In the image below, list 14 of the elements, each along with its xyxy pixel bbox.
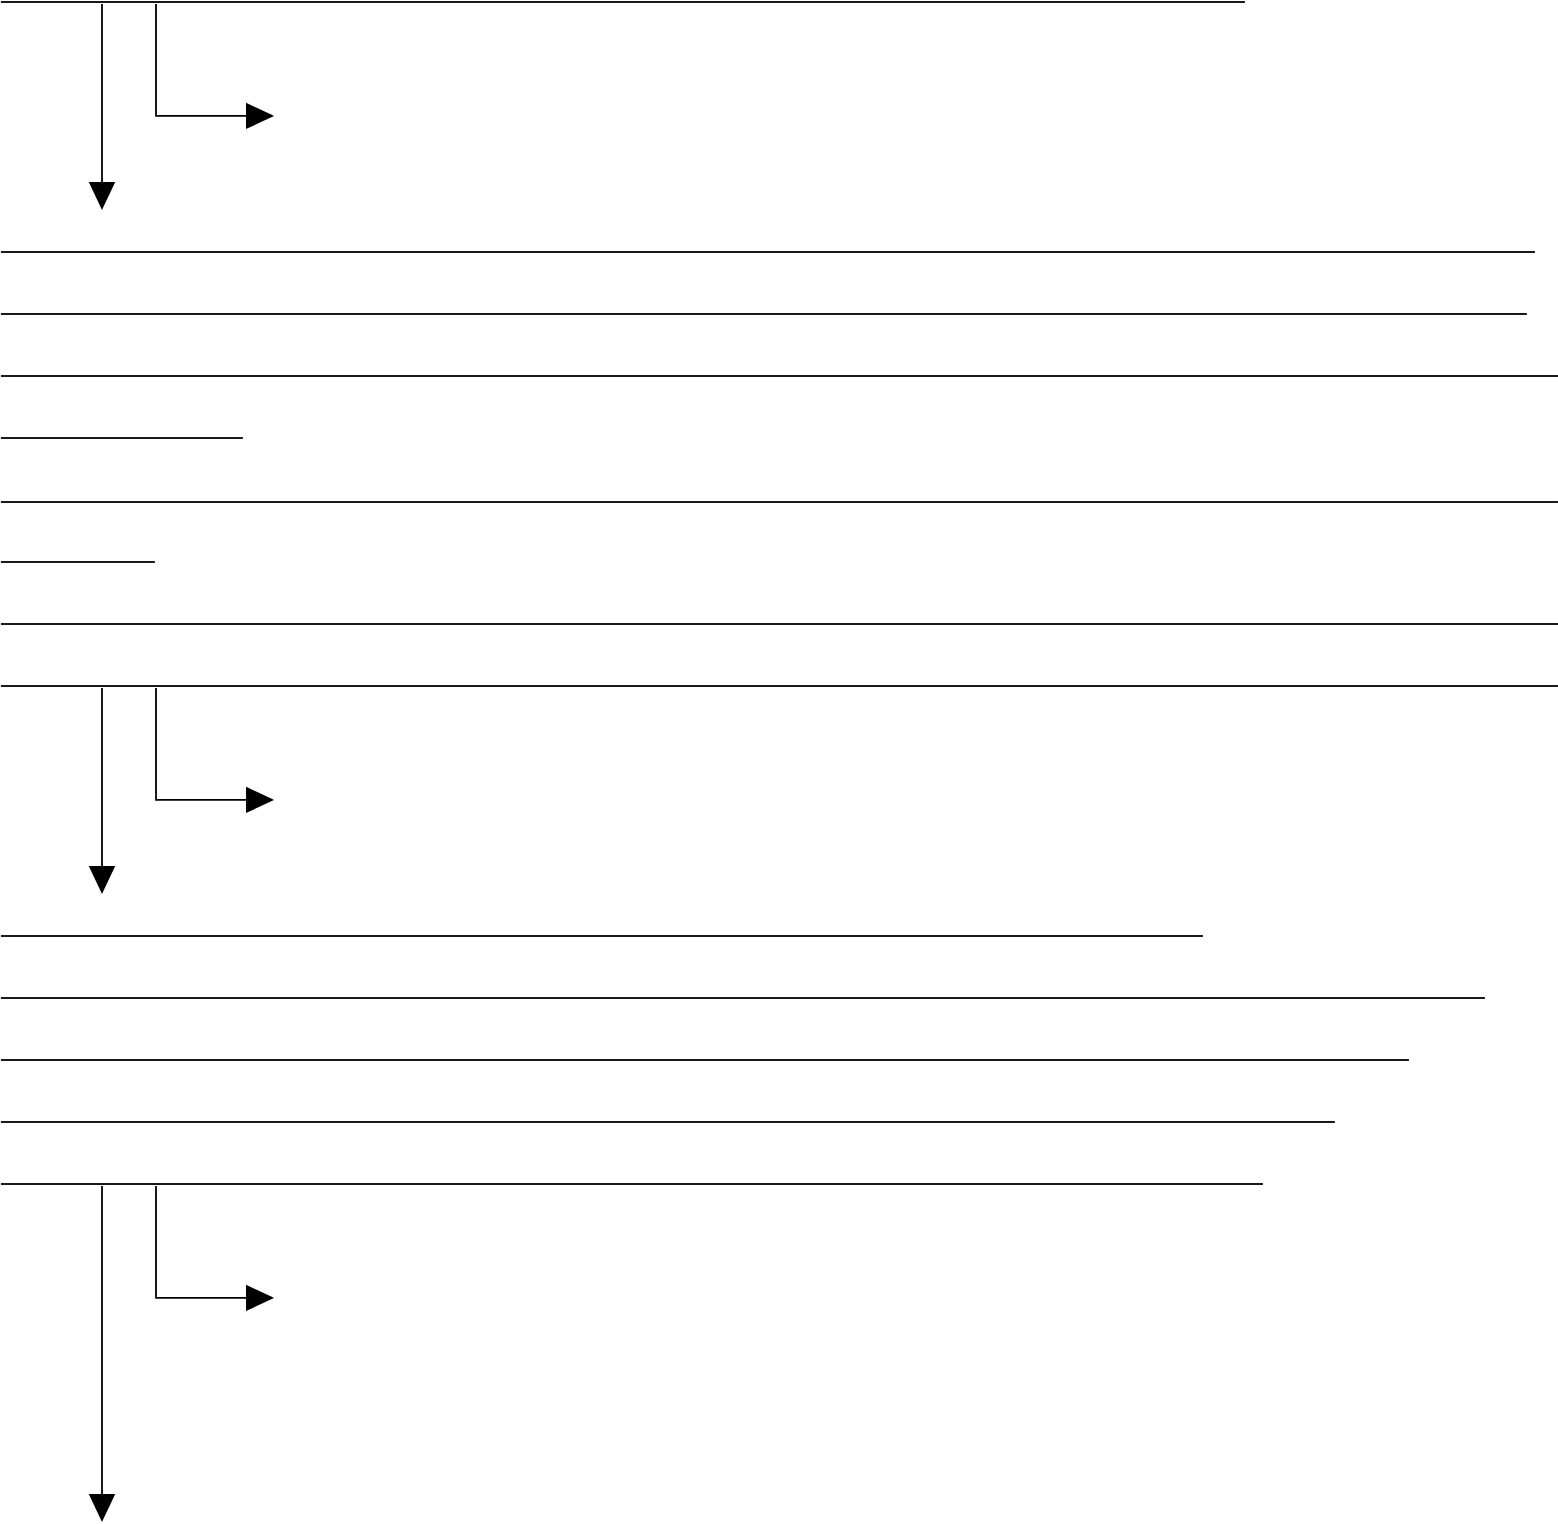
text-line bbox=[0, 1183, 1263, 1185]
text-line bbox=[0, 1121, 1335, 1123]
text-line bbox=[0, 437, 243, 439]
text-line bbox=[0, 935, 1203, 937]
text-line bbox=[0, 1059, 1409, 1061]
text-line bbox=[0, 561, 155, 563]
text-line bbox=[0, 997, 1485, 999]
text-line bbox=[0, 623, 1558, 625]
text-line bbox=[0, 1, 1245, 3]
text-line bbox=[0, 251, 1535, 253]
text-line bbox=[0, 313, 1527, 315]
text-line bbox=[0, 375, 1558, 377]
text-line bbox=[0, 501, 1558, 503]
text-line bbox=[0, 685, 1558, 687]
